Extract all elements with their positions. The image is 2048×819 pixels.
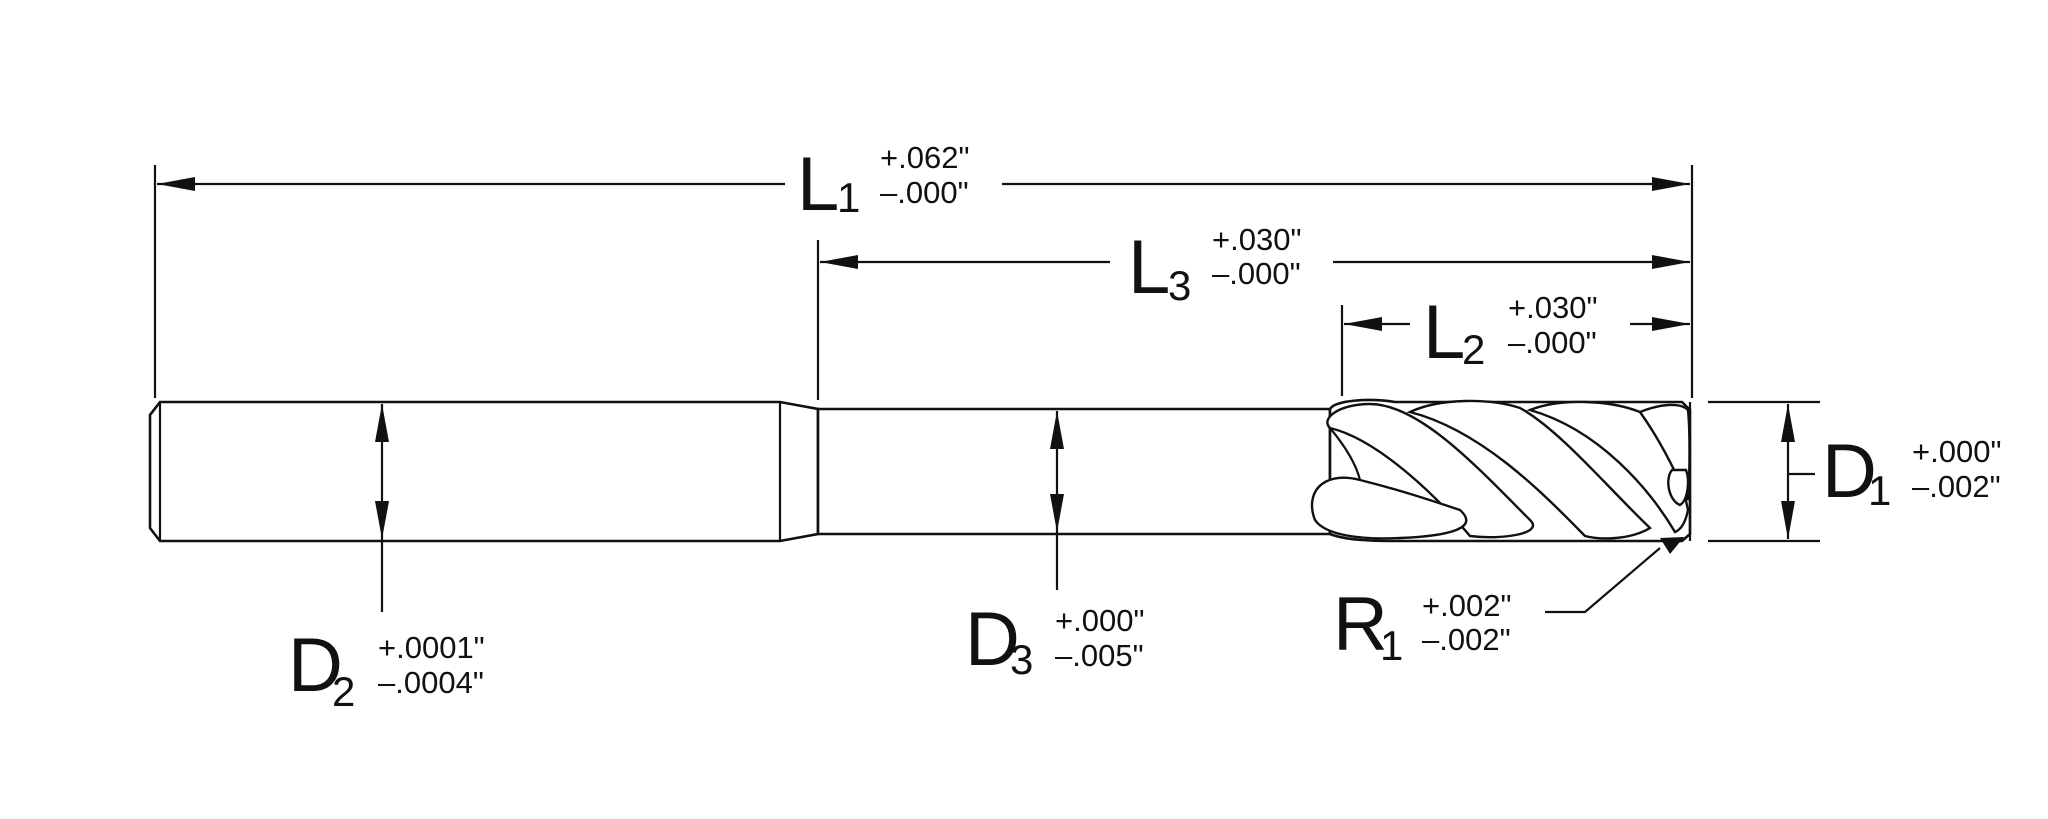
arrowhead xyxy=(1660,537,1684,554)
l3-subscript: 3 xyxy=(1168,262,1191,309)
label-l1: L 1 +.062" –.000" xyxy=(797,140,969,227)
l3-tol-minus: –.000" xyxy=(1212,256,1301,291)
dim-leader-r1 xyxy=(1545,537,1684,614)
arrowhead xyxy=(1781,404,1795,442)
label-d1: D 1 +.000" –.002" xyxy=(1822,429,2001,514)
cutting-head xyxy=(1310,398,1692,543)
d2-tol-minus: –.0004" xyxy=(378,665,484,700)
arrowhead xyxy=(375,404,389,442)
dim-line-d2 xyxy=(375,404,389,612)
shank xyxy=(148,400,820,543)
l3-letter: L xyxy=(1128,225,1170,310)
d2-subscript: 2 xyxy=(332,668,355,715)
r1-tol-minus: –.002" xyxy=(1422,622,1511,657)
arrowhead xyxy=(157,177,195,191)
label-d2: D 2 +.0001" –.0004" xyxy=(288,623,485,715)
neck xyxy=(816,407,1332,536)
r1-tol-plus: +.002" xyxy=(1422,588,1511,623)
arrowhead xyxy=(1652,255,1690,269)
l2-subscript: 2 xyxy=(1462,326,1485,373)
label-r1: R 1 +.002" –.002" xyxy=(1333,582,1511,669)
flute-1 xyxy=(1326,402,1534,539)
arrowhead xyxy=(820,255,858,269)
l2-tol-plus: +.030" xyxy=(1508,290,1597,325)
arrowhead xyxy=(1652,317,1690,331)
d1-tol-plus: +.000" xyxy=(1912,434,2001,469)
dim-line-l2 xyxy=(1344,317,1690,331)
arrowhead xyxy=(1652,177,1690,191)
d3-tol-plus: +.000" xyxy=(1055,603,1144,638)
l3-tol-plus: +.030" xyxy=(1212,222,1301,257)
d3-tol-minus: –.005" xyxy=(1055,638,1144,673)
label-d3: D 3 +.000" –.005" xyxy=(965,597,1144,683)
r1-letter: R xyxy=(1333,582,1388,667)
l1-subscript: 1 xyxy=(837,174,860,221)
end-mill-tool xyxy=(148,398,1692,543)
l1-tol-minus: –.000" xyxy=(880,175,969,210)
flute-2 xyxy=(1406,399,1652,540)
dim-line-l3 xyxy=(820,255,1690,269)
arrowhead xyxy=(1050,494,1064,532)
d1-letter: D xyxy=(1822,429,1877,514)
flute-3 xyxy=(1526,400,1690,534)
label-l3: L 3 +.030" –.000" xyxy=(1128,222,1301,310)
d1-subscript: 1 xyxy=(1868,467,1891,514)
l2-letter: L xyxy=(1423,290,1465,375)
l2-tol-minus: –.000" xyxy=(1508,325,1597,360)
label-l2: L 2 +.030" –.000" xyxy=(1423,290,1597,375)
d3-subscript: 3 xyxy=(1010,636,1033,683)
dim-line-d3 xyxy=(1050,411,1064,590)
d3-letter: D xyxy=(965,597,1020,682)
arrowhead xyxy=(1344,317,1382,331)
upper-flute-gash xyxy=(1329,427,1362,481)
l1-letter: L xyxy=(797,142,839,227)
d2-letter: D xyxy=(288,623,343,708)
dim-line-d1 xyxy=(1781,404,1795,539)
dim-line-l1 xyxy=(157,177,1690,191)
d2-tol-plus: +.0001" xyxy=(378,630,485,665)
lower-flute-gash xyxy=(1310,476,1468,540)
extension-lines xyxy=(153,165,1820,543)
arrowhead xyxy=(1781,501,1795,539)
arrowhead xyxy=(1050,411,1064,449)
end-face-notch xyxy=(1667,468,1690,507)
arrowhead xyxy=(375,501,389,539)
l1-tol-plus: +.062" xyxy=(880,140,969,175)
r1-subscript: 1 xyxy=(1380,622,1403,669)
d1-tol-minus: –.002" xyxy=(1912,469,2001,504)
